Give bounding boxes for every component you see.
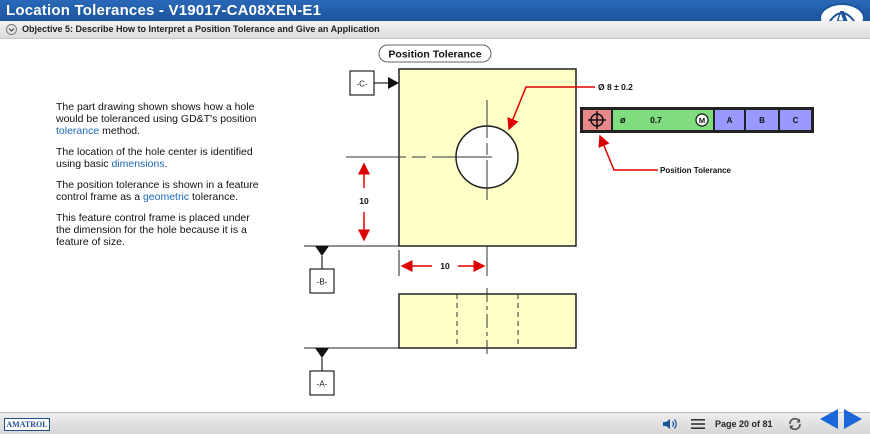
arrow-right-icon [844, 409, 862, 429]
next-page-button[interactable] [842, 407, 864, 431]
window-title: Location Tolerances - V19017-CA08XEN-E1 [6, 2, 322, 19]
fcf-datum-a-cell [715, 110, 744, 130]
hole-leader [507, 86, 595, 131]
bottom-toolbar: AMATROL Page 20 of 81 [0, 409, 870, 434]
fcf-datum-b: B [759, 116, 765, 125]
datum-b-label: -B- [317, 278, 328, 287]
datum-a-box [309, 370, 335, 396]
datum-b-triangle [315, 246, 329, 256]
chevron-down-icon[interactable] [6, 24, 17, 35]
datum-c-triangle [388, 77, 399, 89]
datum-c-box [349, 70, 375, 96]
objective-bar[interactable]: Objective 5: Describe How to Interpret a… [0, 21, 870, 39]
datum-b-box [309, 268, 335, 294]
link-tolerance[interactable]: tolerance [56, 125, 100, 137]
page-indicator: Page 20 of 81 [715, 419, 773, 429]
fcf-modifier: M [699, 116, 705, 125]
dim-vertical: 10 [359, 196, 369, 206]
datum-a-label: -A- [317, 380, 328, 389]
window-title-bar: Location Tolerances - V19017-CA08XEN-E1 [0, 0, 870, 21]
volume-icon[interactable] [662, 417, 680, 431]
link-dimensions[interactable]: dimensions [111, 158, 165, 170]
previous-page-button[interactable] [818, 407, 840, 431]
paragraph-4: This feature control frame is placed und… [56, 212, 250, 248]
diagram-heading: Position Tolerance [388, 49, 481, 61]
refresh-icon[interactable] [787, 416, 803, 432]
heading-pill [378, 44, 492, 63]
link-geometric[interactable]: geometric [142, 191, 190, 203]
description-text: The part drawing shown shows how a hole … [56, 101, 266, 257]
fcf-tolerance-cell [613, 110, 713, 130]
dim-horizontal: 10 [440, 261, 450, 271]
amatrol-logo: AMATROL [4, 418, 50, 431]
menu-icon[interactable] [691, 418, 705, 430]
fcf-diameter: ø [620, 115, 626, 125]
fcf-datum-b-cell [746, 110, 778, 130]
fcf-tolerance: 0.7 [650, 115, 662, 125]
fcf-datum-a: A [727, 116, 733, 125]
paragraph-2: The location of the hole center is ident… [56, 146, 253, 170]
mmc-modifier-icon [695, 113, 709, 127]
hole-dim-label: Ø 8 ± 0.2 [598, 82, 633, 92]
arrow-left-icon [820, 409, 838, 429]
objective-title: Objective 5: Describe How to Interpret a… [22, 24, 380, 34]
fcf-datum-c: C [793, 116, 799, 125]
paragraph-1: The part drawing shown shows how a hole … [56, 101, 257, 137]
datum-c-label: -C- [356, 80, 367, 89]
callout-leader [598, 134, 658, 171]
paragraph-3: The position tolerance is shown in a fea… [56, 179, 259, 203]
datum-a-triangle [315, 348, 329, 358]
callout-label: Position Tolerance [660, 166, 732, 175]
part-drawing: Position Tolerance -C- 10 -B- 10 -A- Ø 8… [304, 44, 814, 396]
feature-control-frame: ø 0.7 M A B C [580, 107, 814, 133]
fcf-datum-c-cell [780, 110, 811, 130]
